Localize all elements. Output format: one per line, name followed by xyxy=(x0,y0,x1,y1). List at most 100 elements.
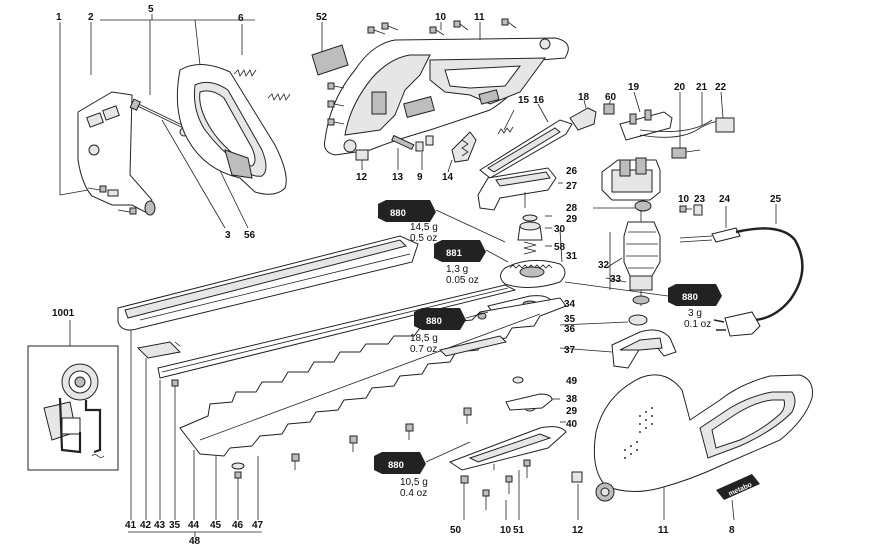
callout-32: 32 xyxy=(598,260,610,271)
grease-tube-4: 880 18,5 g 0.7 oz xyxy=(410,308,489,355)
label-plate-52 xyxy=(311,44,349,76)
grease-code: 880 xyxy=(426,316,442,327)
callout-labels: 1 2 5 6 52 10 11 15 16 18 60 19 20 21 22… xyxy=(52,4,782,545)
callout-30: 30 xyxy=(554,224,566,235)
callout-41: 41 xyxy=(125,520,137,531)
callout-36: 36 xyxy=(564,324,576,335)
callout-11: 11 xyxy=(474,12,485,23)
callout-37: 37 xyxy=(564,345,576,356)
cables-20-21-22 xyxy=(639,91,735,159)
grease-amount: 3 g xyxy=(688,308,702,319)
callout-21: 21 xyxy=(696,82,708,93)
ring-36 xyxy=(559,314,648,326)
callout-11b: 11 xyxy=(658,525,669,536)
part-18-60 xyxy=(569,99,615,131)
callout-15: 15 xyxy=(518,95,530,106)
grease-amount: 10,5 g xyxy=(400,477,428,488)
metabo-label-8: metabo xyxy=(716,474,760,500)
callout-2: 2 xyxy=(88,12,94,23)
grease-amount: 18,5 g xyxy=(410,333,438,344)
callout-43: 43 xyxy=(154,520,166,531)
callout-51: 51 xyxy=(513,525,525,536)
bottom-plate-40 xyxy=(448,421,567,471)
callout-18: 18 xyxy=(578,92,590,103)
bottom-screws-50-10-51 xyxy=(460,459,531,520)
callout-38: 38 xyxy=(566,394,578,405)
callout-26: 26 xyxy=(566,166,578,177)
callout-10c: 10 xyxy=(500,525,512,536)
grease-amount: 1,3 g xyxy=(446,264,468,275)
grease-oz: 0.05 oz xyxy=(446,275,479,286)
callout-49: 49 xyxy=(566,376,578,387)
cutter-blade xyxy=(179,297,567,457)
callout-47: 47 xyxy=(252,520,264,531)
callout-29: 29 xyxy=(566,214,578,225)
callout-20: 20 xyxy=(674,82,686,93)
bearing-28 xyxy=(593,200,652,212)
switch-block-19 xyxy=(619,91,673,141)
callout-19: 19 xyxy=(628,82,640,93)
callout-6: 6 xyxy=(238,13,244,24)
callout-12b: 12 xyxy=(572,525,584,536)
blade-plate-42 xyxy=(136,341,182,359)
callout-14: 14 xyxy=(442,172,454,183)
callout-27: 27 xyxy=(566,181,578,192)
callout-44: 44 xyxy=(188,520,200,531)
wiring-detail-box xyxy=(27,320,119,471)
callout-23: 23 xyxy=(694,194,706,205)
bottom-leader-lines xyxy=(128,330,735,537)
grease-code: 880 xyxy=(390,208,406,219)
callout-35: 35 xyxy=(564,314,576,325)
callout-10: 10 xyxy=(435,12,447,23)
callout-10b: 10 xyxy=(678,194,690,205)
callout-9: 9 xyxy=(417,172,423,183)
callout-16: 16 xyxy=(533,95,545,106)
power-cord-24-25 xyxy=(679,204,804,337)
callout-13: 13 xyxy=(392,172,404,183)
field-stator-26 xyxy=(601,157,661,201)
gear-assembly xyxy=(500,214,566,288)
callout-35b: 35 xyxy=(169,520,181,531)
grease-code: 880 xyxy=(388,460,404,471)
callout-33: 33 xyxy=(610,274,622,285)
grease-oz: 0.5 oz xyxy=(410,233,437,244)
callout-25: 25 xyxy=(770,194,782,205)
grease-amount: 14,5 g xyxy=(410,222,438,233)
d-handle xyxy=(176,64,287,195)
spring-6 xyxy=(233,69,291,101)
callout-45: 45 xyxy=(210,520,222,531)
callout-1: 1 xyxy=(56,12,62,23)
callout-5: 5 xyxy=(148,4,154,15)
grease-code: 881 xyxy=(446,248,463,259)
callout-1001: 1001 xyxy=(52,308,75,319)
callout-34: 34 xyxy=(564,299,576,310)
callout-60: 60 xyxy=(605,92,617,103)
callout-56: 56 xyxy=(244,230,256,241)
callout-3: 3 xyxy=(225,230,231,241)
housing-half xyxy=(324,37,569,156)
screw-brush-10-23 xyxy=(679,204,703,216)
callout-50: 50 xyxy=(450,525,462,536)
callout-42: 42 xyxy=(140,520,152,531)
grease-tube-2: 881 1,3 g 0.05 oz xyxy=(434,240,509,286)
small-screws-left xyxy=(87,185,137,215)
callout-24: 24 xyxy=(719,194,731,205)
grease-oz: 0.1 oz xyxy=(684,319,711,330)
grease-tube-3: 880 3 g 0.1 oz xyxy=(564,281,722,330)
callout-48: 48 xyxy=(189,536,201,545)
grease-oz: 0.4 oz xyxy=(400,488,427,499)
grease-oz: 0.7 oz xyxy=(410,344,437,355)
gear-cover-37 xyxy=(559,329,677,369)
grease-tube-1: 880 14,5 g 0.5 oz xyxy=(378,200,506,244)
callout-52: 52 xyxy=(316,12,328,23)
switch-lever-16 xyxy=(479,103,573,179)
callout-22: 22 xyxy=(715,82,727,93)
switch-part-14 xyxy=(447,131,477,173)
grease-tube-5: 880 10,5 g 0.4 oz xyxy=(374,441,471,499)
callout-31: 31 xyxy=(566,251,578,262)
small-parts-12-13-9 xyxy=(355,134,434,170)
assembled-housing xyxy=(571,374,813,502)
grease-code: 880 xyxy=(682,292,698,303)
armature-32-33 xyxy=(605,210,661,306)
